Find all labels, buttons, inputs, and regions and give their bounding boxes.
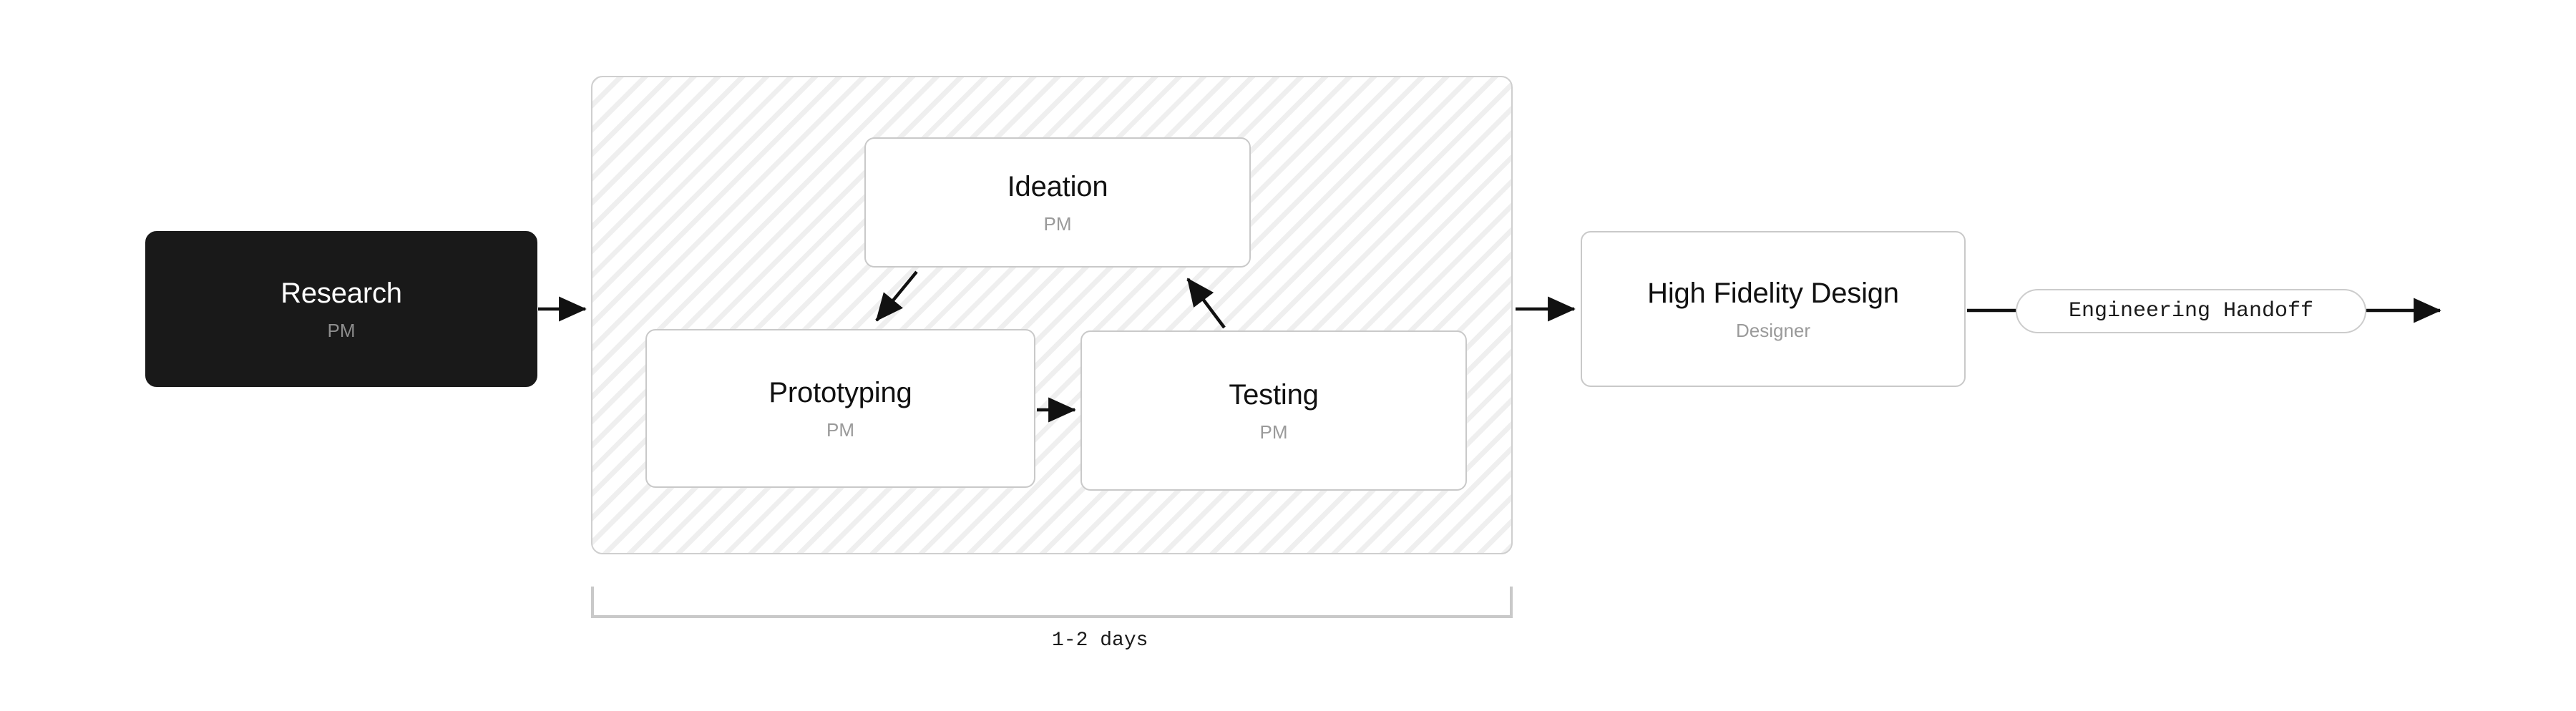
measure-duration-label: 1-2 days bbox=[1052, 629, 1148, 652]
node-research-subtitle: PM bbox=[327, 319, 356, 341]
node-ideation[interactable]: Ideation PM bbox=[864, 137, 1251, 268]
node-research[interactable]: Research PM bbox=[145, 231, 537, 387]
measure-bracket bbox=[591, 587, 1513, 618]
label-engineering-handoff-text: Engineering Handoff bbox=[2068, 299, 2314, 323]
node-prototyping-title: Prototyping bbox=[769, 376, 912, 408]
node-ideation-title: Ideation bbox=[1007, 170, 1108, 202]
node-testing-subtitle: PM bbox=[1259, 421, 1288, 443]
node-high-fidelity-design-subtitle: Designer bbox=[1735, 319, 1811, 341]
node-ideation-subtitle: PM bbox=[1043, 212, 1072, 235]
node-high-fidelity-design-title: High Fidelity Design bbox=[1647, 277, 1899, 309]
node-research-title: Research bbox=[280, 277, 402, 309]
label-engineering-handoff[interactable]: Engineering Handoff bbox=[2016, 289, 2366, 333]
node-testing[interactable]: Testing PM bbox=[1080, 330, 1467, 491]
node-testing-title: Testing bbox=[1229, 378, 1319, 411]
node-prototyping-subtitle: PM bbox=[826, 418, 854, 441]
node-high-fidelity-design[interactable]: High Fidelity Design Designer bbox=[1581, 231, 1966, 387]
node-prototyping[interactable]: Prototyping PM bbox=[645, 329, 1035, 488]
